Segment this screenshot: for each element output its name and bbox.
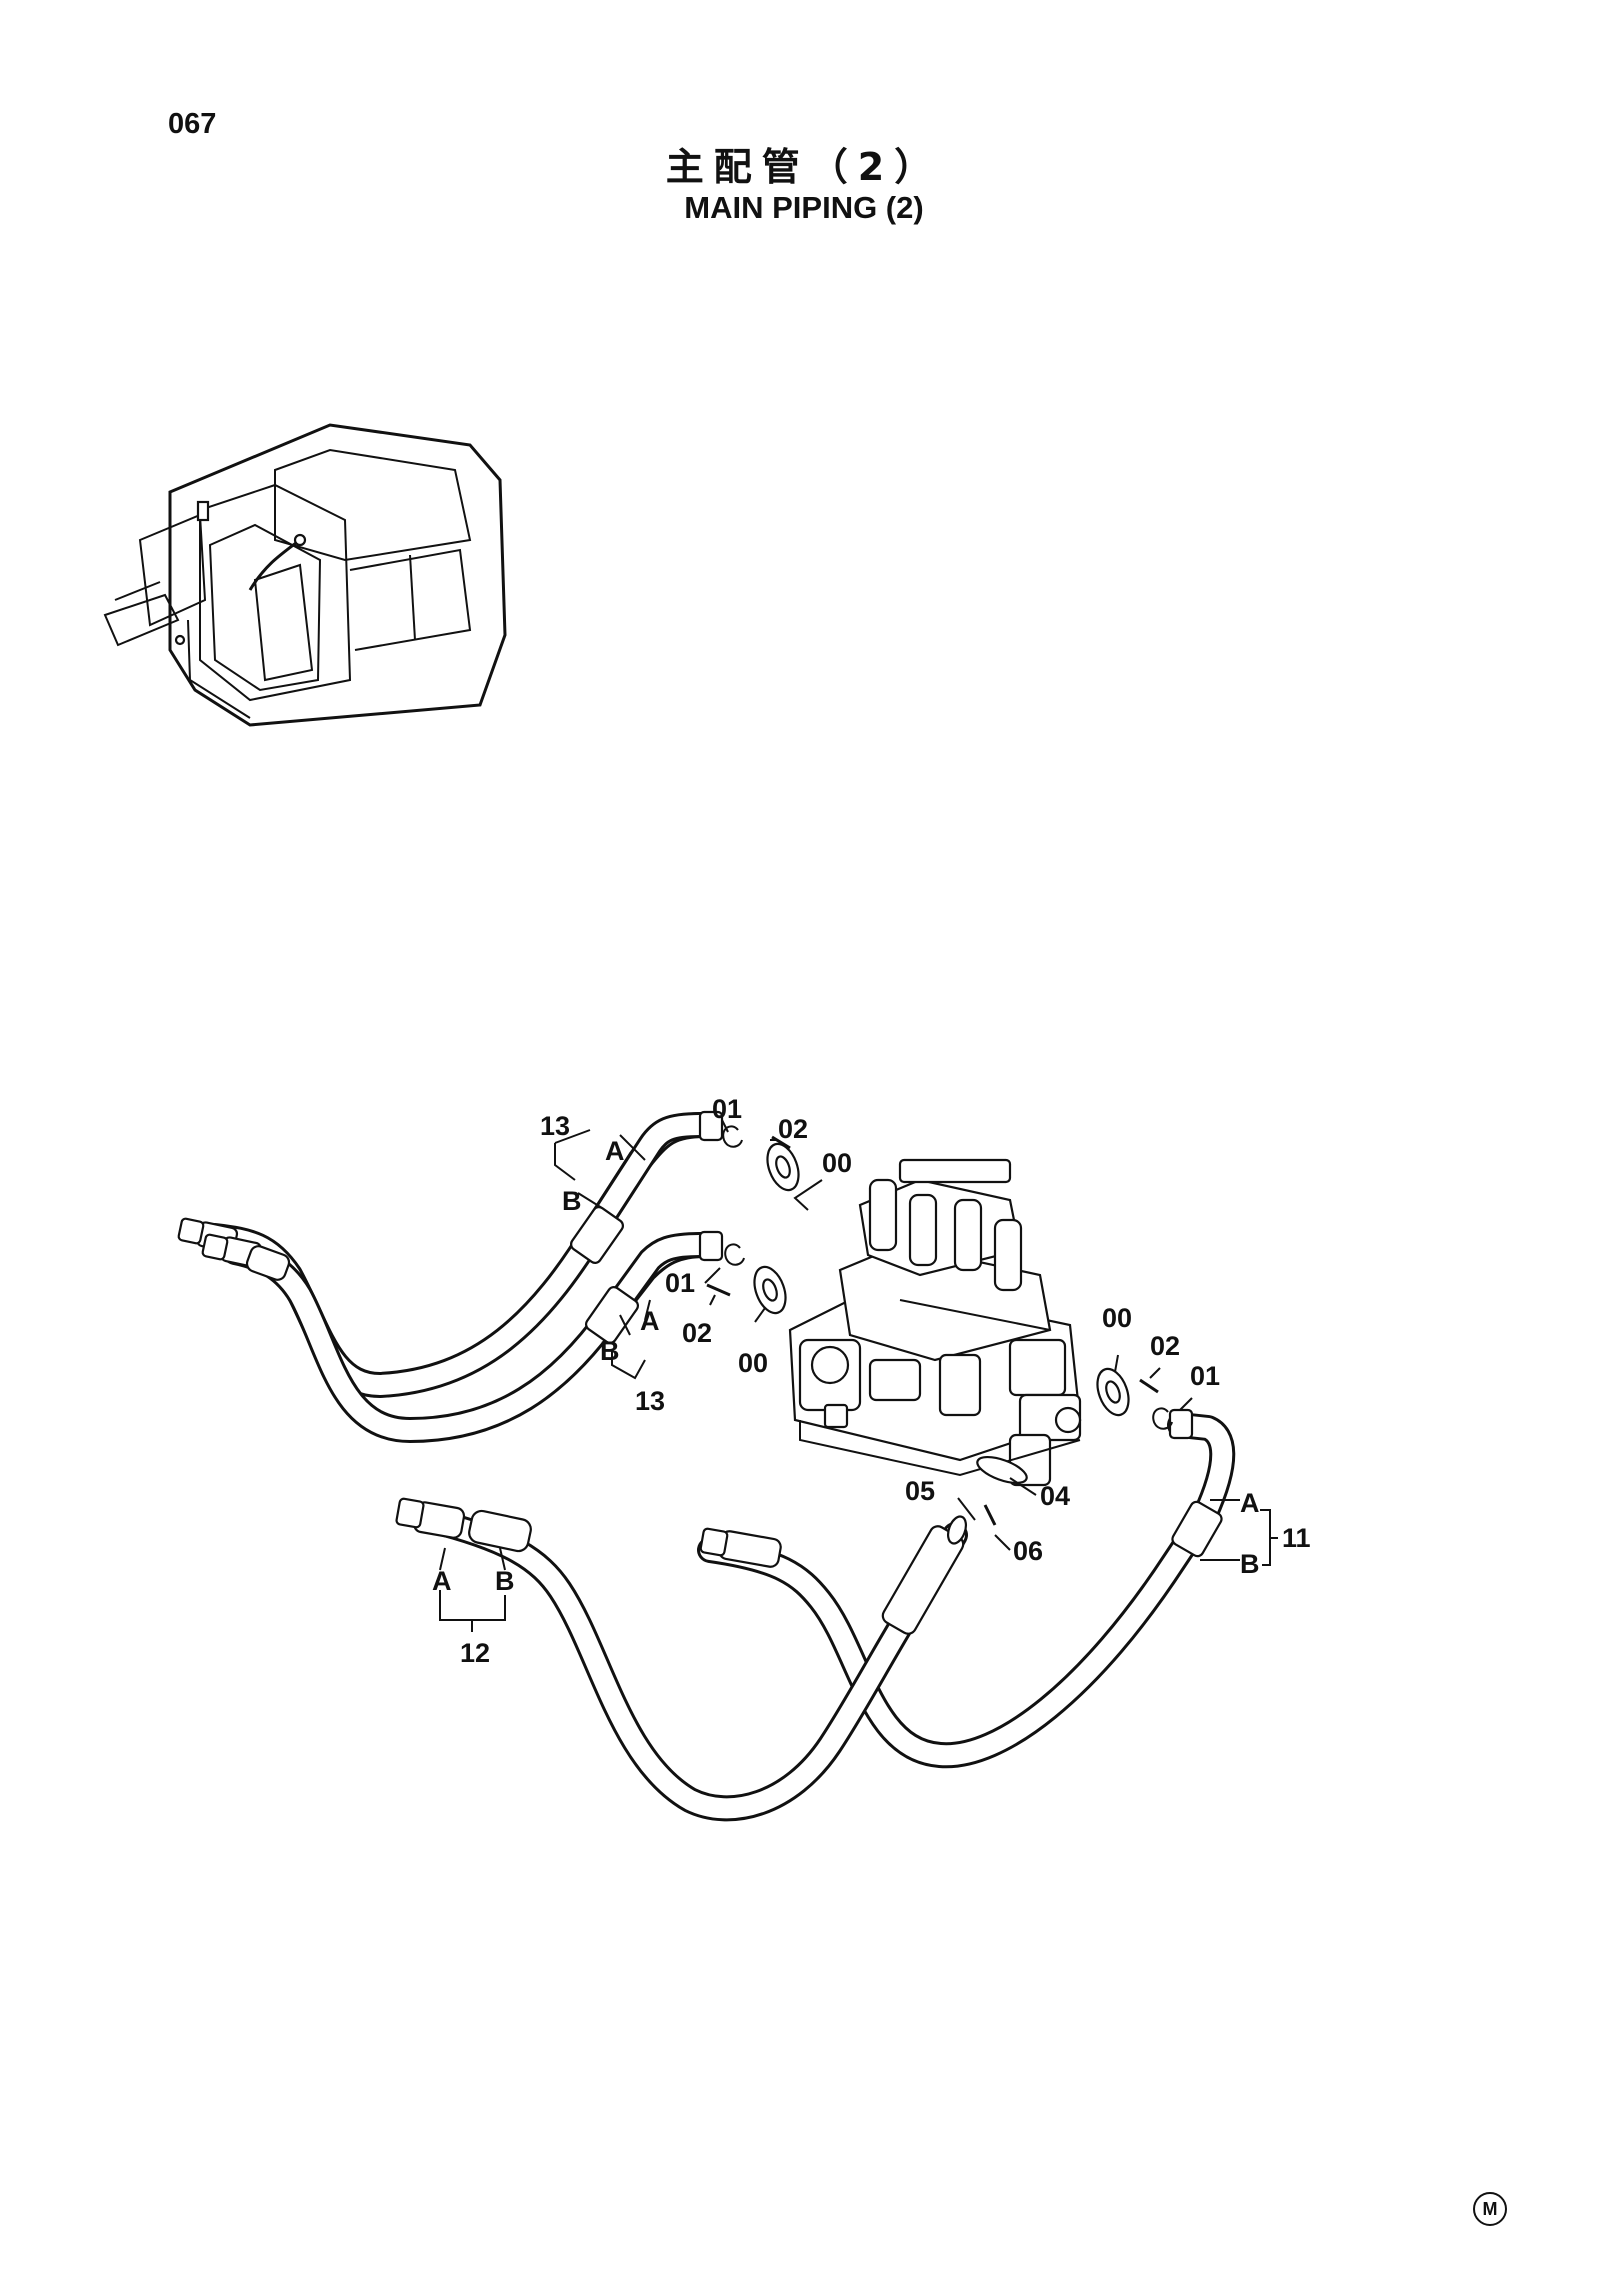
fittings — [706, 1125, 1173, 1545]
callout-02-top: 02 — [778, 1114, 808, 1144]
callout-13-bottom-b: B — [600, 1336, 620, 1366]
callout-05: 05 — [905, 1476, 935, 1506]
callout-11-b: B — [1240, 1549, 1260, 1579]
callout-01-right: 01 — [1190, 1361, 1220, 1391]
page-number: 067 — [168, 108, 217, 140]
control-valve — [788, 1158, 1082, 1487]
machine-location-thumbnail — [103, 423, 507, 727]
callout-06: 06 — [1013, 1536, 1043, 1566]
hose-12 — [417, 1507, 968, 1822]
pipe-elbows — [569, 1110, 1223, 1558]
callout-13-top-a: A — [605, 1136, 625, 1166]
callout-04: 04 — [1040, 1481, 1070, 1511]
callout-01-mid: 01 — [665, 1268, 695, 1298]
callout-12: 12 — [460, 1638, 490, 1668]
callout-02-right: 02 — [1150, 1331, 1180, 1361]
hose-11 — [697, 1412, 1236, 1769]
callout-13-bottom: 13 — [635, 1386, 665, 1416]
title-chinese: 主配管（2） — [665, 145, 943, 189]
callout-11-a: A — [1240, 1488, 1260, 1518]
title-english: MAIN PIPING (2) — [684, 190, 924, 225]
callout-12-b: B — [495, 1566, 515, 1596]
callout-02-mid: 02 — [682, 1318, 712, 1348]
hose-end-fittings — [177, 1217, 965, 1635]
callout-13-top: 13 — [540, 1111, 570, 1141]
callout-01-top: 01 — [712, 1094, 742, 1124]
callout-00-top: 00 — [822, 1148, 852, 1178]
leader-lines — [439, 1119, 1278, 1632]
callout-00-mid: 00 — [738, 1348, 768, 1378]
callout-labels: 13 A B 01 02 00 01 02 00 A B 13 00 02 01… — [432, 1094, 1311, 1668]
callout-12-a: A — [432, 1566, 452, 1596]
callout-00-right: 00 — [1102, 1303, 1132, 1333]
callout-11: 11 — [1282, 1523, 1311, 1553]
manufacturer-mark: M — [1473, 2192, 1507, 2226]
callout-13-top-b: B — [562, 1186, 582, 1216]
callout-13-bottom-a: A — [640, 1306, 660, 1336]
